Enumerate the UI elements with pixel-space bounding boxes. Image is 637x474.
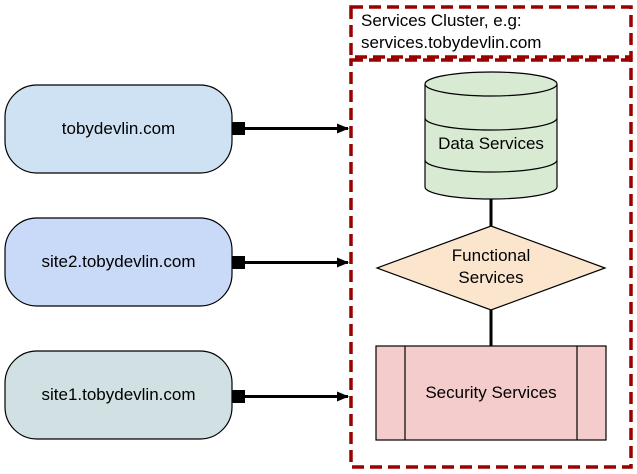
cluster-title-line1: Services Cluster, e.g: bbox=[361, 11, 522, 30]
security-services-label: Security Services bbox=[425, 383, 557, 402]
data-services-cylinder bbox=[424, 71, 558, 200]
functional-services-label-line1: Functional bbox=[451, 246, 531, 265]
connector-tail-1 bbox=[232, 122, 245, 135]
functional-services-label-line2: Services bbox=[458, 268, 524, 287]
security-services-box bbox=[375, 345, 607, 441]
data-services-label: Data Services bbox=[438, 134, 544, 153]
functional-services-diamond bbox=[375, 225, 607, 311]
cluster-title-box bbox=[349, 5, 633, 59]
cluster-boundary bbox=[349, 58, 633, 469]
connector-tail-2 bbox=[232, 256, 245, 269]
site-label-tobydevlin: tobydevlin.com bbox=[61, 119, 176, 138]
cluster-title-line2: services.tobydevlin.com bbox=[361, 33, 542, 52]
site-label-site2: site2.tobydevlin.com bbox=[41, 252, 196, 271]
site-label-site1: site1.tobydevlin.com bbox=[41, 385, 196, 404]
connector-tail-3 bbox=[232, 390, 245, 403]
